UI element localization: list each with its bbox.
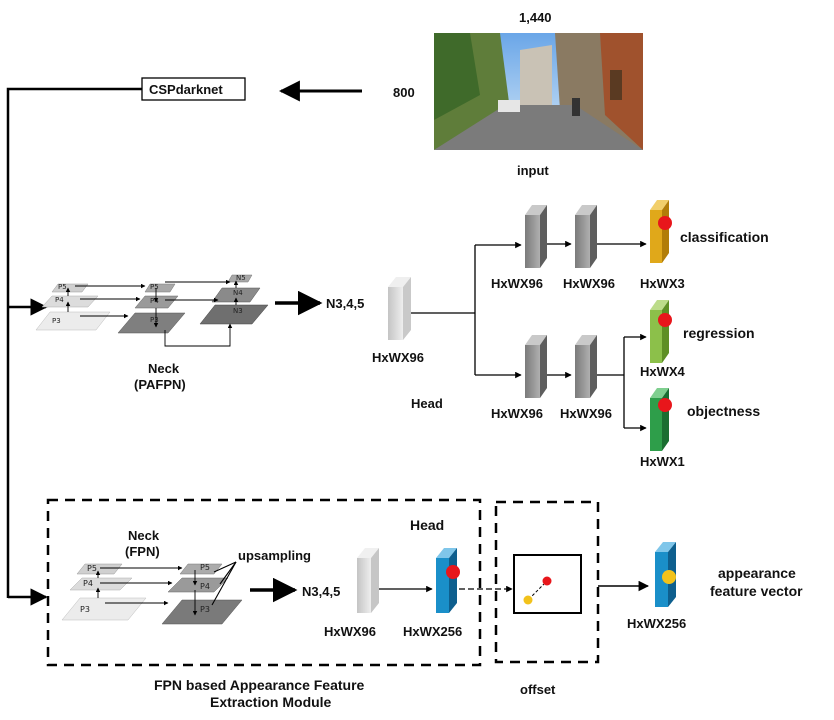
objectness-dim: HxWX1 (640, 454, 685, 469)
fpn-head-input-label: N3,4,5 (302, 584, 340, 599)
input-caption: input (517, 163, 549, 178)
appearance-output-label-line1: appearance (718, 565, 796, 581)
fpn-caption-line2: Extraction Module (210, 694, 332, 710)
fpn-right-plane-p3 (161, 599, 243, 625)
input-height-label: 800 (393, 85, 415, 100)
reg-branch-dim-2: HxWX96 (560, 406, 612, 421)
fpn-head-stem-block (357, 548, 379, 613)
fpn-head-title: Head (410, 517, 444, 533)
classification-output-block (650, 200, 672, 263)
pafpn-right-label-n4: N4 (233, 289, 243, 297)
pafpn-right-label-n3: N3 (233, 307, 243, 315)
head-title: Head (411, 396, 443, 411)
cls-branch-block-2 (575, 205, 597, 268)
fpn-right-plane-p4 (167, 577, 229, 593)
fpn-left-plane-p5 (76, 563, 123, 575)
fpn-neck: P5 P4 P3 P5 P4 P3 (61, 561, 243, 625)
appearance-output-dim: HxWX256 (627, 616, 686, 631)
fpn-module-dashed-box (46, 498, 482, 667)
fpn-right-label-p4: P4 (200, 582, 210, 591)
fpn-caption-line1: FPN based Appearance Feature (154, 677, 365, 693)
fpn-neck-title-line1: Neck (128, 528, 160, 543)
cls-branch-dim-2: HxWX96 (563, 276, 615, 291)
regression-label: regression (683, 325, 755, 341)
fpn-appearance-block (436, 548, 460, 613)
head-stem-block (388, 277, 411, 340)
fpn-left-plane-p4 (69, 577, 133, 591)
backbone-label: CSPdarknet (149, 82, 223, 97)
pafpn-right-plane-n5 (227, 274, 253, 283)
reg-branch-block-1 (525, 335, 547, 398)
pafpn-left-label-p5: P5 (58, 283, 67, 291)
pafpn-neck: P5 P4 P3 P5 P4 P3 N5 N4 N3 (35, 274, 269, 347)
fpn-right-plane-p5 (179, 563, 223, 575)
classification-red-dot (658, 216, 672, 230)
offset-red-dot (542, 576, 552, 586)
regression-red-dot (658, 313, 672, 327)
appearance-yellow-dot (662, 570, 676, 584)
pafpn-left-plane-p3 (35, 311, 111, 331)
pafpn-right-plane-n4 (211, 287, 261, 303)
appearance-output-block (655, 542, 676, 607)
fpn-left-label-p5: P5 (87, 564, 97, 573)
cls-branch-dim-1: HxWX96 (491, 276, 543, 291)
offset-dashed-box (494, 500, 600, 664)
objectness-label: objectness (687, 403, 760, 419)
cls-branch-block-1 (525, 205, 547, 268)
pafpn-right-label-n5: N5 (236, 274, 246, 282)
pafpn-left-plane-p4 (41, 295, 99, 308)
backbone-trunk-line (6, 87, 142, 598)
fpn-left-label-p4: P4 (83, 579, 93, 588)
classification-label: classification (680, 229, 769, 245)
pafpn-mid-label-p3: P3 (150, 316, 159, 324)
reg-branch-dim-1: HxWX96 (491, 406, 543, 421)
pafpn-title-line2: (PAFPN) (134, 377, 186, 392)
objectness-output-block (650, 388, 672, 451)
pafpn-mid-plane-p5 (144, 283, 176, 293)
fpn-appearance-red-dot (446, 565, 460, 579)
pafpn-mid-plane-p3 (117, 312, 186, 334)
pafpn-right-plane-n3 (199, 304, 269, 325)
regression-dim: HxWX4 (640, 364, 686, 379)
offset-vector (529, 582, 546, 599)
input-street-image (434, 33, 643, 150)
input-width-label: 1,440 (519, 10, 552, 25)
appearance-output-label-line2: feature vector (710, 583, 803, 599)
fpn-neck-title-line2: (FPN) (125, 544, 160, 559)
pafpn-mid-label-p4: P4 (150, 297, 159, 305)
pafpn-left-label-p3: P3 (52, 317, 61, 325)
pafpn-mid-label-p5: P5 (150, 283, 159, 291)
fpn-right-label-p5: P5 (200, 563, 210, 572)
offset-caption: offset (520, 682, 556, 697)
classification-dim: HxWX3 (640, 276, 685, 291)
regression-output-block (650, 300, 672, 363)
reg-branch-block-2 (575, 335, 597, 398)
head-stem-dim: HxWX96 (372, 350, 424, 365)
objectness-red-dot (658, 398, 672, 412)
fpn-upsampling-label: upsampling (238, 548, 311, 563)
fpn-right-label-p3: P3 (200, 605, 210, 614)
fpn-left-label-p3: P3 (80, 605, 90, 614)
fpn-left-plane-p3 (61, 597, 147, 621)
fpn-stem-dim: HxWX96 (324, 624, 376, 639)
pafpn-left-label-p4: P4 (55, 296, 64, 304)
fpn-appearance-dim: HxWX256 (403, 624, 462, 639)
head-input-label: N3,4,5 (326, 296, 364, 311)
pafpn-title-line1: Neck (148, 361, 180, 376)
offset-yellow-dot (523, 595, 533, 605)
